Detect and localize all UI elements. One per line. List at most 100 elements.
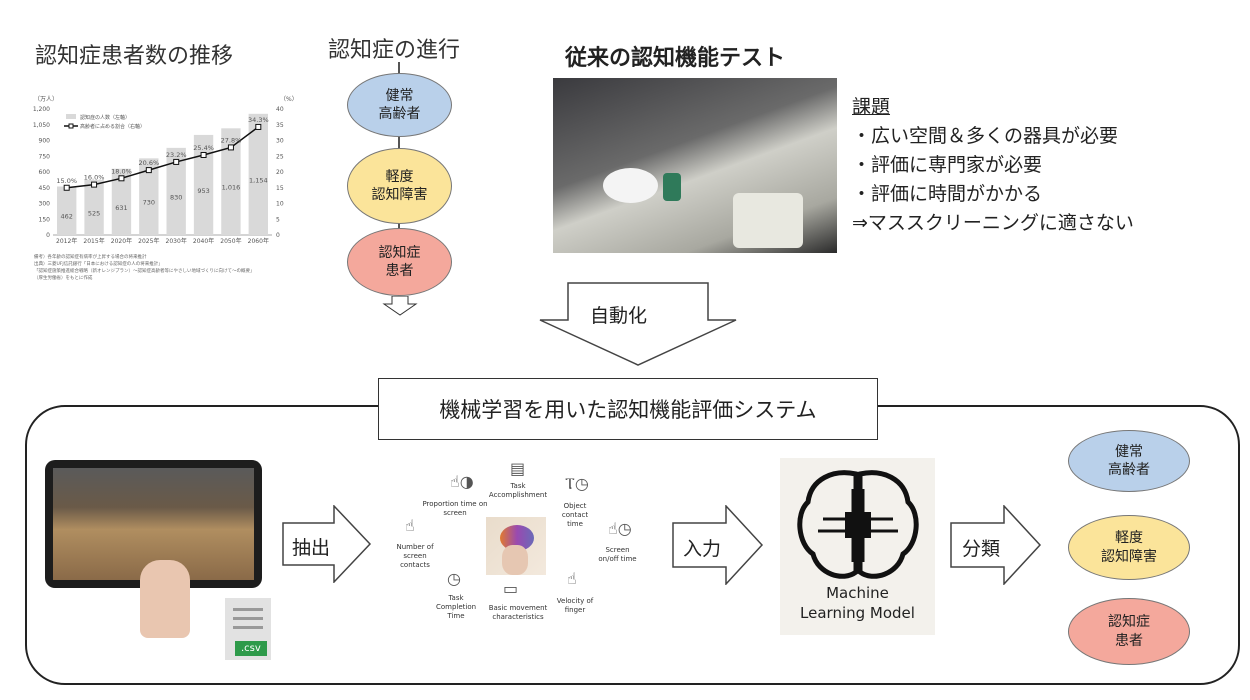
model-label-1: Machine xyxy=(826,584,889,602)
feature-screen-contacts: Number of screen contacts xyxy=(396,543,434,569)
bar xyxy=(111,168,132,235)
y-right-tick: 0 xyxy=(276,232,280,239)
ratio-label: 23.2% xyxy=(166,151,187,159)
checklist-icon: ▤ xyxy=(510,459,526,478)
progress-title: 認知症の進行 xyxy=(328,38,461,63)
x-tick: 2012年 xyxy=(56,237,77,245)
class-mci: 軽度 認知障害 xyxy=(1068,515,1190,580)
bar-label: 730 xyxy=(143,199,155,207)
chart-note: （厚生労働省）をもとに作成 xyxy=(34,274,93,281)
ratio-line xyxy=(66,126,259,189)
hand-icon xyxy=(140,560,190,638)
y-right-label: （%） xyxy=(280,96,298,103)
bar-label: 830 xyxy=(170,193,182,201)
bar-label: 1,154 xyxy=(249,176,268,184)
extract-arrow xyxy=(282,505,372,583)
y-right-tick: 5 xyxy=(276,216,280,223)
y-right-tick: 25 xyxy=(276,153,284,160)
automation-label: 自動化 xyxy=(590,305,648,327)
head-brain-image xyxy=(486,517,546,575)
bar xyxy=(57,186,77,235)
bar xyxy=(248,113,268,235)
ratio-point xyxy=(63,184,70,191)
swipe-icon: ☝ xyxy=(567,569,577,588)
ratio-label: 25.4% xyxy=(193,144,214,152)
ratio-label: 34.3% xyxy=(248,116,269,124)
bar-label: 953 xyxy=(197,187,209,195)
ratio-point xyxy=(91,181,98,188)
ratio-point xyxy=(173,158,180,165)
class-dementia: 認知症 患者 xyxy=(1068,598,1190,665)
model-label-2: Learning Model xyxy=(800,603,915,622)
ratio-point xyxy=(118,175,125,182)
y-left-tick: 600 xyxy=(39,169,51,176)
y-left-tick: 750 xyxy=(39,153,51,160)
classify-label: 分類 xyxy=(962,538,1001,560)
bar-label: 525 xyxy=(88,209,100,217)
ratio-point xyxy=(200,151,207,158)
stage-mci: 軽度 認知障害 xyxy=(347,148,452,224)
ratio-point xyxy=(227,144,234,151)
feature-task-completion: Task Completion Time xyxy=(436,594,477,620)
feature-screen-onoff-time: Screen on/off time xyxy=(598,546,637,563)
y-right-tick: 40 xyxy=(276,106,284,113)
stage-dementia: 認知症 患者 xyxy=(347,228,452,296)
x-tick: 2025年 xyxy=(138,237,159,245)
bar-label: 631 xyxy=(115,204,127,212)
ratio-label: 20.6% xyxy=(138,159,159,167)
legend-line: 高齢者に占める割合（右軸） xyxy=(80,123,145,130)
ratio-label: 16.0% xyxy=(84,174,105,182)
ratio-point xyxy=(255,123,262,130)
chart-section-title: 認知症患者数の推移 xyxy=(35,44,234,69)
feature-task-accomplishment: Task Accomplishment xyxy=(488,482,548,499)
bar xyxy=(166,147,186,235)
feature-proportion-time: Proportion time on screen xyxy=(422,500,488,517)
touch-icon: ☝ xyxy=(405,516,415,535)
extract-label: 抽出 xyxy=(292,537,331,559)
dementia-chart: （万人）（%）01503004506007509001,0501,2000510… xyxy=(33,96,298,281)
ratio-label: 27.8% xyxy=(221,136,242,144)
feature-object-contact-time: Object contact time xyxy=(561,502,589,528)
automation-arrow xyxy=(539,282,737,366)
x-tick: 2020年 xyxy=(111,237,132,245)
x-tick: 2015年 xyxy=(83,237,104,245)
y-left-tick: 300 xyxy=(39,201,51,208)
y-left-tick: 1,200 xyxy=(33,106,50,113)
chart-note: 備考）各年齢の認知症有病率が上昇する場合の将来推計 xyxy=(34,253,147,260)
ratio-label: 18.0% xyxy=(111,167,132,175)
down-arrow-icon xyxy=(382,296,418,316)
y-right-tick: 30 xyxy=(276,138,284,145)
csv-file-icon: .csv xyxy=(225,598,271,660)
legend-bars: 認知症の人数（左軸） xyxy=(80,114,130,121)
chart-note: 出典）三菱UFJ信託銀行「日本における認知症の人の将来推計」 xyxy=(34,260,163,267)
classify-arrow xyxy=(950,505,1042,585)
ratio-label: 15.0% xyxy=(56,177,77,185)
y-left-tick: 450 xyxy=(39,185,51,192)
bar xyxy=(139,158,159,235)
x-tick: 2040年 xyxy=(193,237,214,245)
class-healthy: 健常 高齢者 xyxy=(1068,430,1190,492)
y-left-tick: 150 xyxy=(39,216,51,223)
stage-healthy: 健常 高齢者 xyxy=(347,73,452,137)
touch-clock-icon: ☝◷ xyxy=(608,519,632,538)
screen-touch-icon: ▭ xyxy=(503,579,519,598)
bar xyxy=(193,134,214,235)
bar xyxy=(84,179,104,235)
clock-icon: ◷ xyxy=(447,569,461,588)
y-left-label: （万人） xyxy=(34,96,58,103)
tool-clock-icon: Ⲧ◷ xyxy=(565,474,589,493)
legend-bar-swatch xyxy=(66,114,76,119)
input-arrow xyxy=(672,505,764,585)
y-right-tick: 35 xyxy=(276,122,284,129)
touch-pie-icon: ☝◑ xyxy=(450,472,474,491)
bar xyxy=(221,128,241,235)
y-right-tick: 20 xyxy=(276,169,284,176)
bar-label: 1,016 xyxy=(222,184,241,192)
x-tick: 2030年 xyxy=(166,237,187,245)
system-title: 機械学習を用いた認知機能評価システム xyxy=(378,378,878,440)
x-tick: 2050年 xyxy=(220,237,241,245)
issues-list: 課題 ・広い空間＆多くの器具が必要・評価に専門家が必要・評価に時間がかかる⇒マス… xyxy=(852,96,1134,234)
brain-circuit-icon xyxy=(796,470,919,579)
bar-label: 462 xyxy=(60,213,72,221)
